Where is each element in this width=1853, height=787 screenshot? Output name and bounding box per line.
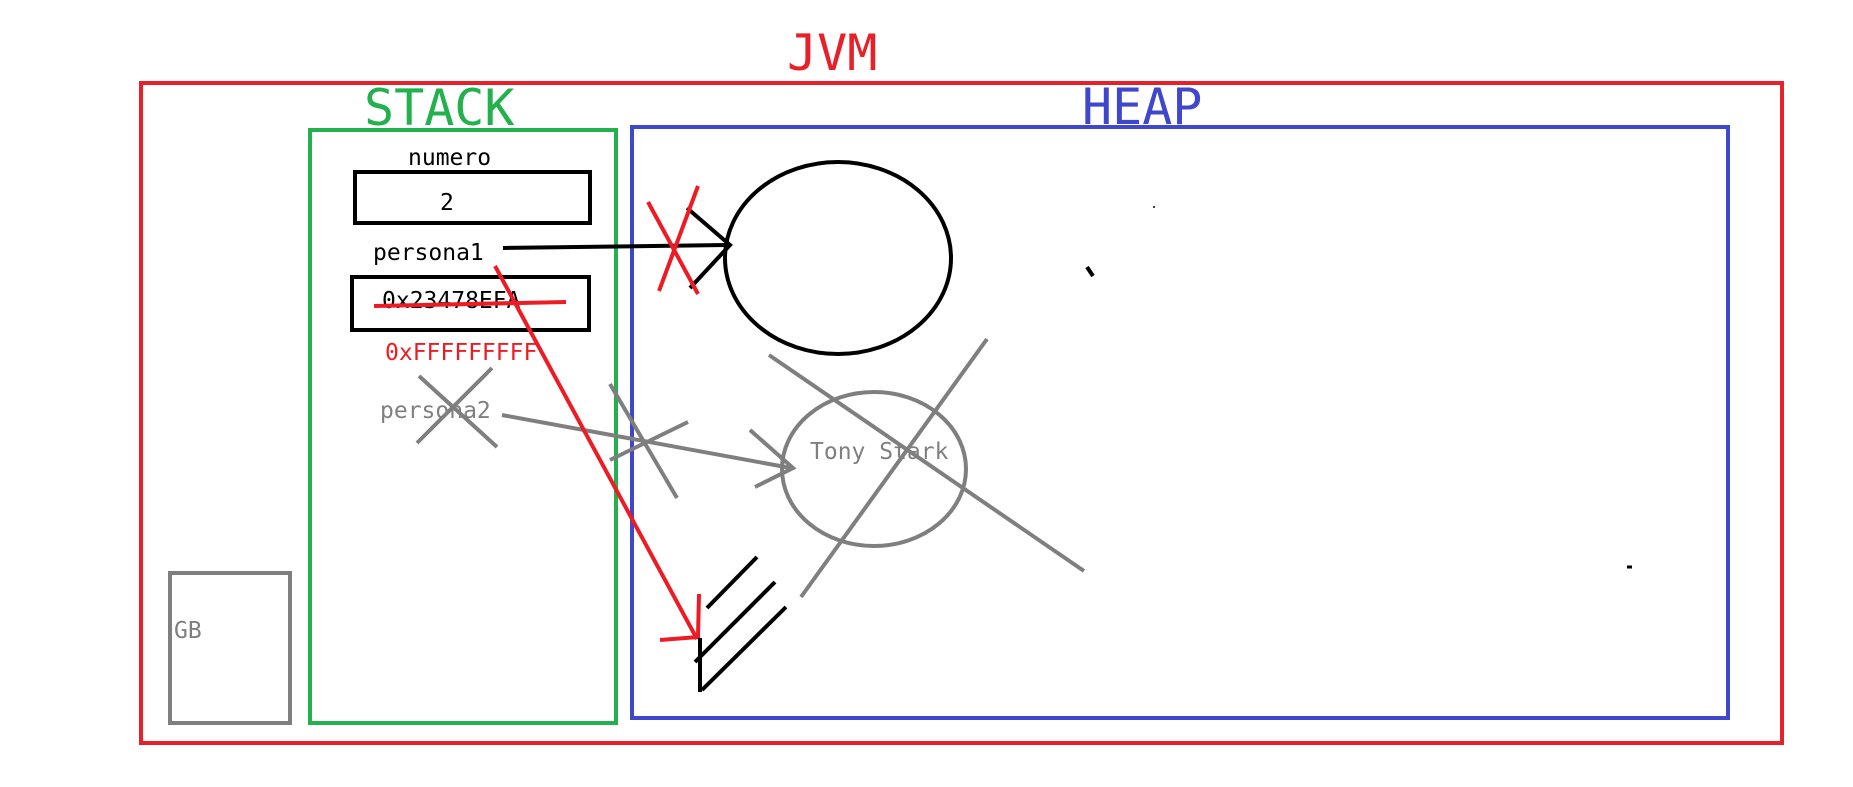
numero-value-box: [353, 170, 592, 225]
stack-title: STACK: [364, 79, 515, 137]
stray-dot-1: [1153, 206, 1155, 208]
heap-object-persona1-old: [723, 160, 953, 356]
gb-box: [168, 571, 292, 725]
jvm-box: [139, 81, 1784, 745]
persona1-label: persona1: [373, 240, 484, 266]
heap-object-label: Tony Stark: [810, 439, 949, 465]
persona2-label: persona2: [380, 398, 491, 424]
persona1-old-arrowhead: [685, 206, 733, 290]
numero-value: 2: [440, 190, 454, 216]
null-reference-symbol: [693, 555, 788, 692]
numero-label: numero: [408, 145, 491, 171]
persona1-new-reference-arrow: [493, 265, 699, 640]
tony-stark-cross-mark: [767, 337, 1086, 599]
gb-label: GB: [174, 618, 202, 644]
persona1-new-arrowhead: [659, 593, 701, 642]
persona1-old-address-strike: [373, 300, 567, 308]
heap-object-tony-stark: [780, 390, 968, 548]
persona2-reference-cross: [608, 382, 689, 500]
heap-title: HEAP: [1082, 78, 1202, 136]
persona2-arrowhead: [748, 428, 797, 489]
persona1-old-reference-arrow: [502, 243, 727, 250]
persona1-old-address: 0x23478EFA: [382, 288, 521, 314]
stray-mark-1: [1085, 265, 1095, 278]
jvm-title: JVM: [787, 24, 877, 82]
persona2-cross-mark: [415, 366, 499, 449]
persona1-new-address: 0xFFFFFFFFF: [385, 340, 537, 366]
heap-box: [630, 125, 1730, 720]
stack-box: [308, 128, 618, 725]
persona1-old-reference-cross: [646, 185, 700, 295]
persona1-value-box: [350, 275, 591, 332]
